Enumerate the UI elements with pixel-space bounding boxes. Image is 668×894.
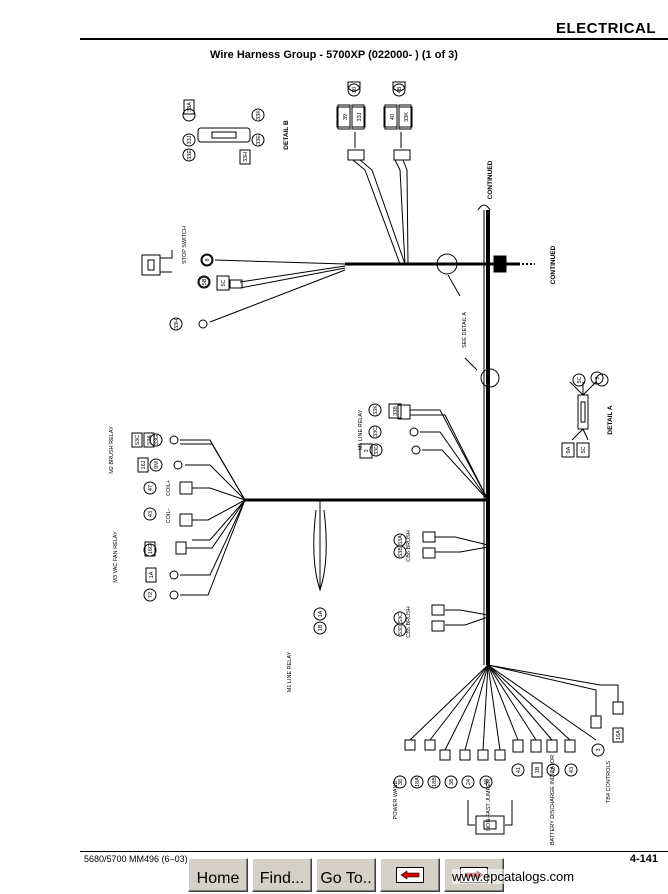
tag-da-4: 9A [566,446,572,453]
page-number: 4-141 [629,853,658,865]
goto-button[interactable]: Go To.. [316,858,376,892]
tag-da-2: 9 [595,376,601,379]
tag-db-6: 33H [243,152,249,162]
tag-lower-1: 1A [318,610,324,617]
label-battery-indicator: BATTERY DISCHARGE INDICATOR [550,755,556,845]
label-non-fast-jumper: NON-FAST JUMPER [486,779,492,831]
tag-cb5-1: 53C [398,613,404,623]
tag-b-13: 16A [616,730,622,740]
tag-b-2: 18A [415,777,421,787]
tag-b-12: 3 [596,748,602,751]
tag-b-4: 38 [449,779,455,785]
tag-b-5: 24 [466,779,472,785]
header-rule [80,38,668,40]
tag-stop-4: 33H [174,319,180,329]
tag-top-left-b: 33J [357,112,363,121]
tag-m2-4: 16J [141,460,147,469]
wire-harness-diagram: 39 33J 40 33K 10 4B 33A 33J 33E 33K 33E … [109,81,624,845]
tag-b-3: 18B [432,777,438,787]
tag-m2-2: 53A [147,435,153,445]
tag-top-left-a: 39 [343,114,349,120]
tag-m2-3: 33G [154,435,160,445]
tag-ml-4: 3 [364,449,370,452]
tag-da-5: 5C [581,446,587,453]
tag-ml-3: 33D [374,445,380,455]
tag-cb6-1: 53A [398,535,404,545]
label-continued-top: CONTINUED [487,160,494,199]
label-detail-a: DETAIL A [607,405,614,434]
watermark: www.epcatalogs.com [452,869,575,884]
tag-b-10: 43 [569,767,575,773]
label-continued-right: CONTINUED [550,245,557,284]
tag-db-5: 33E [256,135,262,145]
footer-rule [80,851,668,852]
tag-m3-3: 1A [149,571,155,578]
section-title: ELECTRICAL [556,20,656,37]
tag-top-right-a: 40 [390,114,396,120]
tag-cb6-2: 53B [398,547,404,557]
back-button[interactable] [380,858,440,892]
label-m1-line-relay: M1 LINE RELAY [358,409,364,450]
label-m1-line-relay-lower: M1 LINE RELAY [287,651,293,692]
label-tb4-controls: TB4 CONTROLS [606,761,612,804]
tag-db-3: 33E [187,150,193,160]
tag-ml-1: 33B [393,406,399,416]
tag-m2-7: 43 [148,511,154,517]
tag-lower-2: 1B [318,624,324,631]
label-stop-switch: STOP SWITCH [182,226,188,264]
diagram-title: Wire Harness Group - 5700XP (022000- ) (… [210,49,458,61]
tag-cb5-2: 53D [398,625,404,635]
tag-b-8: 1B [535,766,541,773]
label-see-detail-a: SEE DETAIL A [462,312,468,348]
tag-db-1: 33A [187,102,193,112]
tag-m2-5: 9M [154,461,160,469]
tag-da-1: 5C [577,376,583,383]
tag-b-6: 48 [484,779,490,785]
doc-id: 5680/5700 MM496 (6–03) [84,854,188,864]
label-m2-brush-relay: M2 BRUSH RELAY [109,426,115,474]
tag-db-4: 33K [256,110,262,120]
tag-m2-1: 53C [135,435,141,445]
label-coil-plus: COIL+ [166,480,172,496]
tag-conn-top-right: 4B [397,86,403,93]
tag-stop-2: 5B [202,278,208,285]
tag-m2-6: 47 [148,485,154,491]
label-power-wand: POWER WAND [393,781,399,820]
tag-conn-top-left: 10 [352,87,358,93]
label-m3-vac-fan-relay: M3 VAC FAN RELAY [113,531,119,583]
tag-stop-1: 8 [205,258,211,261]
label-coil-minus: COIL- [166,508,172,523]
label-cb5-brush: CB5 BRUSH [406,606,412,638]
label-detail-b: DETAIL B [283,120,290,150]
tag-ml-5: 33K [373,405,379,415]
find-button[interactable]: Find... [252,858,312,892]
arrow-left-icon [400,870,420,880]
tag-ml-2: 33C [373,427,379,437]
tag-m3-4: 72 [148,592,154,598]
tag-m3-1: 16G [148,544,154,554]
tag-b-7: 41 [516,767,522,773]
tag-top-right-b: 33K [404,112,410,122]
home-button[interactable]: Home [188,858,248,892]
label-cb6-brush: CB6 BRUSH [406,530,412,562]
tag-stop-3: 5C [221,279,227,286]
tag-b-9: 42 [551,767,557,773]
tag-b-1: 38 [398,779,404,785]
tag-db-2: 33J [187,135,193,144]
